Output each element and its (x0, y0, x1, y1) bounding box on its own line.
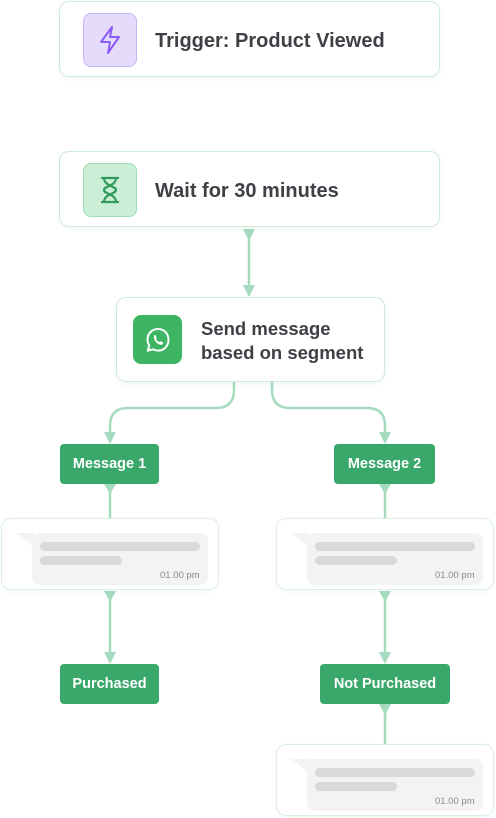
message-2-pill[interactable]: Message 2 (334, 444, 435, 484)
bubble-tail (291, 759, 309, 773)
send-title-line1: Send message (201, 318, 331, 339)
message-time: 01.00 pm (160, 570, 200, 581)
text-placeholder-line (315, 782, 397, 791)
bubble-tail (16, 533, 34, 547)
message-2-preview[interactable]: 01.00 pm (276, 518, 494, 590)
text-placeholder-line (315, 542, 475, 551)
followup-message-preview[interactable]: 01.00 pm (276, 744, 494, 816)
message-time: 01.00 pm (435, 796, 475, 807)
text-placeholder-line (315, 556, 397, 565)
wait-title: Wait for 30 minutes (155, 180, 339, 202)
wait-node[interactable]: Wait for 30 minutes (59, 151, 440, 227)
purchased-pill[interactable]: Purchased (60, 664, 159, 704)
message-time: 01.00 pm (435, 570, 475, 581)
text-placeholder-line (315, 768, 475, 777)
send-title-line2: based on segment (201, 342, 364, 363)
hourglass-icon (83, 163, 137, 217)
message-1-pill[interactable]: Message 1 (60, 444, 159, 484)
text-placeholder-line (40, 556, 122, 565)
send-message-node[interactable]: Send message based on segment (116, 297, 385, 382)
trigger-title: Trigger: Product Viewed (155, 30, 385, 52)
not-purchased-pill[interactable]: Not Purchased (320, 664, 450, 704)
lightning-icon (83, 13, 137, 67)
message-1-preview[interactable]: 01.00 pm (1, 518, 219, 590)
whatsapp-icon (133, 315, 182, 364)
bubble-tail (291, 533, 309, 547)
text-placeholder-line (40, 542, 200, 551)
trigger-node[interactable]: Trigger: Product Viewed (59, 1, 440, 77)
